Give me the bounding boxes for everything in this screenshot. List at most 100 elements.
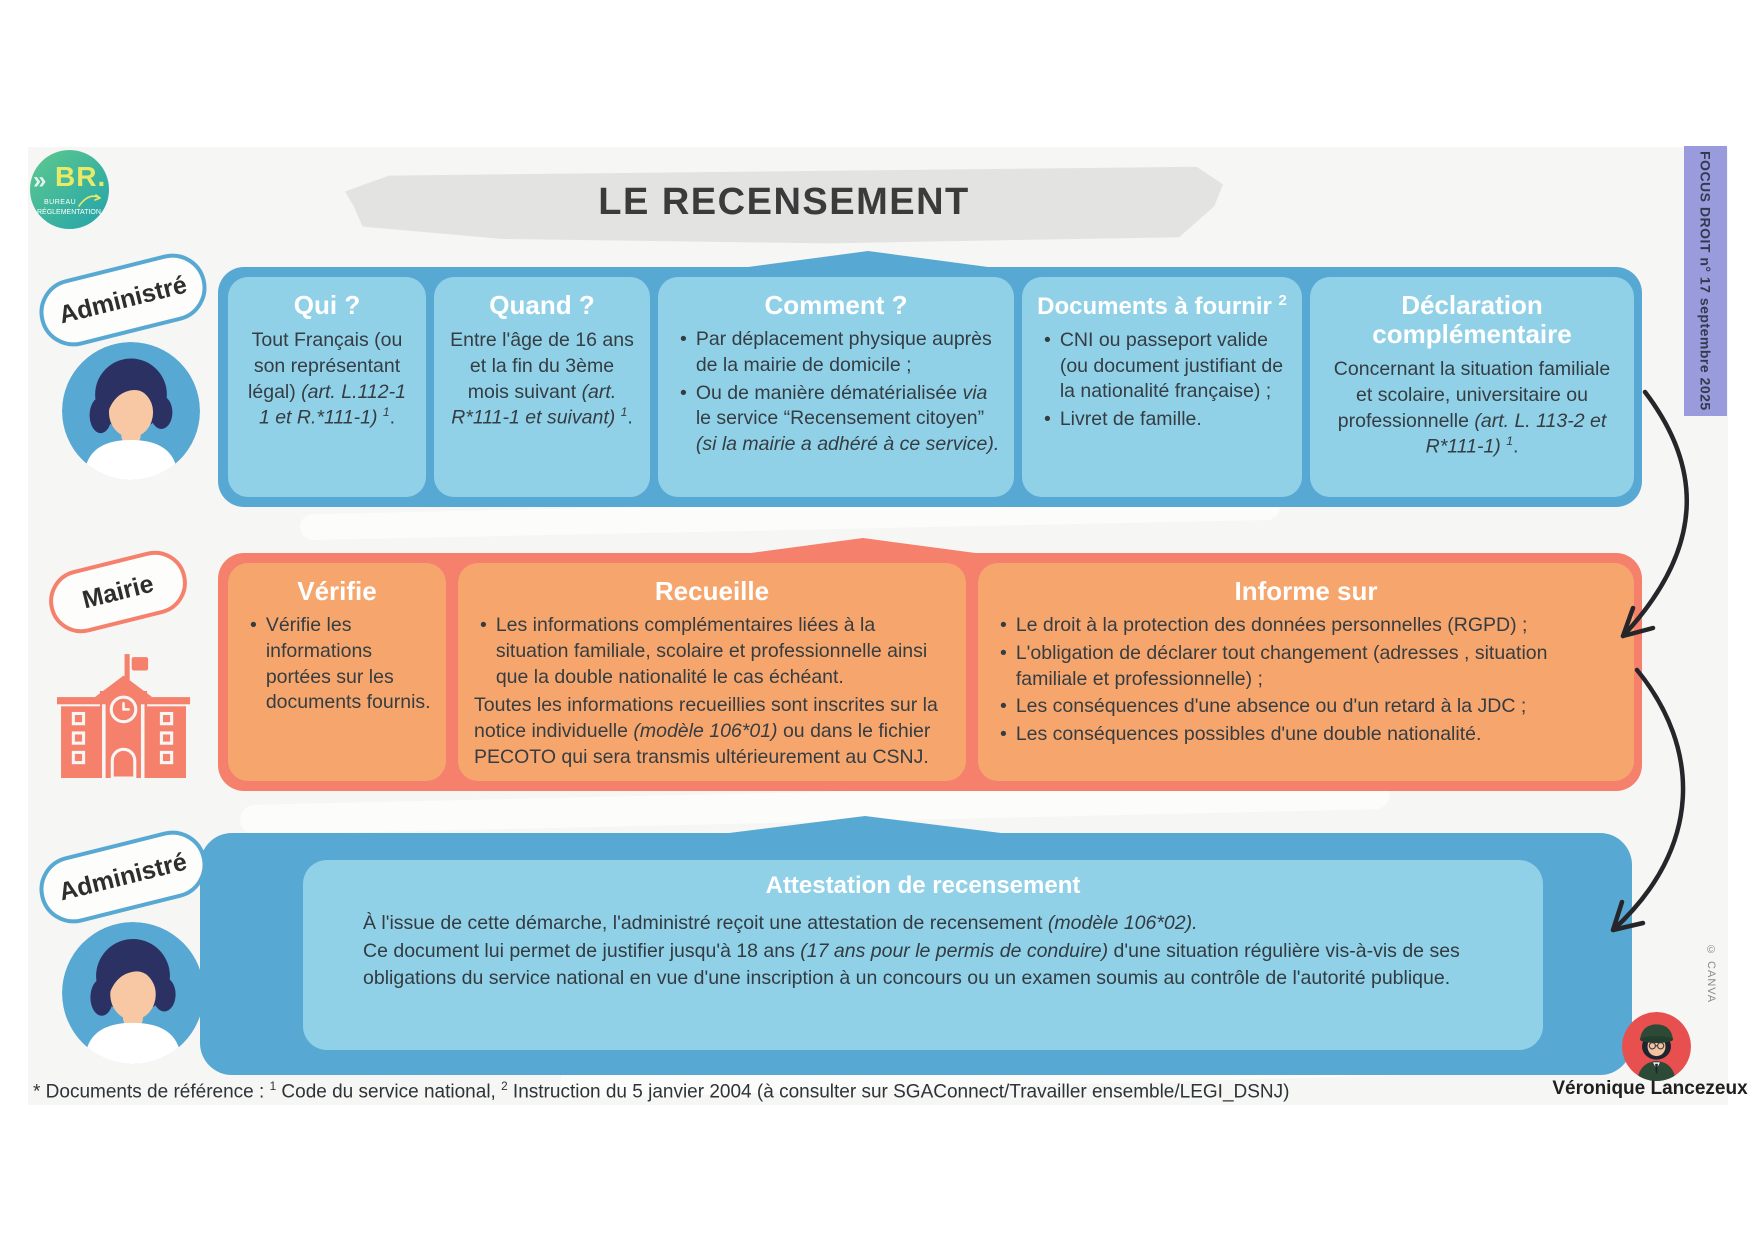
text-segment: Comment ? (764, 290, 908, 320)
bullet-icon: • (1044, 328, 1051, 351)
box-quand: Quand ? Entre l'âge de 16 ans et la fin … (434, 277, 650, 497)
text-segment: (art. L.112-1 1 et R.*111-1) (258, 380, 406, 429)
text-segment: ou dans le fichier PECOTO qui sera trans… (474, 720, 931, 768)
logo-line2: RÉGLEMENTATION (37, 209, 101, 216)
br-logo: » BR. BUREAU RÉGLEMENTATION (30, 150, 109, 229)
bullet-icon: • (680, 381, 687, 404)
bullet-icon: • (1000, 614, 1007, 637)
bullet-text: Ou de manière dématérialisée via le serv… (696, 381, 1000, 458)
bullet-item: • Les conséquences possibles d'une double… (990, 721, 1622, 749)
bullet-text: L'obligation de déclarer tout changement… (1016, 641, 1620, 692)
box-content: •Le droit à la protection des données pe… (978, 612, 1634, 749)
superscript: 1 (382, 405, 390, 420)
paragraph: Toutes les informations recueillies sont… (470, 691, 954, 772)
text-segment: (17 ans pour le permis de conduire) (800, 939, 1109, 962)
paragraph: Concernant la situation familiale et sco… (1322, 355, 1622, 462)
canva-credit: © CANVA (1705, 944, 1717, 1004)
text-segment: Les conséquences possibles d'une double … (1015, 723, 1482, 746)
bullet-item: • Les conséquences d'une absence ou d'un … (990, 693, 1622, 721)
text-segment: Code du service national, (276, 1081, 502, 1103)
text-segment: . (1512, 435, 1519, 458)
text-segment: Ce document lui permet de justifier jusq… (363, 939, 795, 962)
swoosh-arrow-icon (78, 194, 101, 207)
row2-label: Mairie (79, 569, 157, 614)
curved-arrow-icons (1610, 389, 1689, 933)
text-segment: Vérifie (297, 576, 377, 606)
bullet-text: Les conséquences d'une absence ou d'un r… (1016, 694, 1526, 720)
text-segment: (si la mairie a adhéré à ce service). (695, 433, 1000, 456)
box-content: • Par déplacement physique auprès de la m… (658, 326, 1014, 459)
paragraph: Tout Français (ou son représentant légal… (240, 326, 414, 433)
box-qui: Qui ? Tout Français (ou son représentant… (228, 277, 426, 497)
text-segment: L'obligation de déclarer tout changement… (1015, 641, 1548, 690)
bullet-text: CNI ou passeport valide (ou document jus… (1060, 328, 1288, 405)
text-segment: le service “Recensement citoyen” (695, 407, 985, 430)
box-informe: Informe sur •Le droit à la protection de… (978, 563, 1634, 781)
bullet-item: •Livret de famille. (1034, 406, 1290, 434)
text-segment: (art. L. 113-2 et R*111-1) (1425, 409, 1607, 458)
bullet-text: Les conséquences possibles d'une double … (1016, 722, 1482, 748)
text-segment: Quand ? (489, 290, 595, 320)
paragraph: Entre l'âge de 16 ans et la fin du 3ème … (446, 326, 638, 433)
text-segment: Entre l'âge de 16 ans et la fin du 3ème … (450, 329, 634, 403)
text-segment: Toutes les informations recueillies sont… (474, 694, 938, 743)
superscript: 2 (1278, 293, 1287, 309)
row3-container: Attestation de recensement À l'issue de … (200, 816, 1632, 1075)
bullet-text: Les informations complémentaires liées à… (496, 613, 952, 690)
text-segment: CNI ou passeport valide (ou document jus… (1059, 328, 1284, 403)
bullet-icon: • (1000, 641, 1007, 664)
text-segment: Instruction du 5 janvier 2004 (à consult… (507, 1081, 1290, 1103)
box-title: Quand ? (442, 290, 642, 320)
box-title: Recueille (466, 576, 958, 606)
bullet-text: Vérifie les informations portées sur les… (266, 613, 432, 716)
bullet-text: Livret de famille. (1060, 407, 1202, 433)
box-title: Vérifie (236, 576, 438, 606)
box-verifie: Vérifie •Vérifie les informations portée… (228, 563, 446, 781)
text-segment: Documents à fournir (1037, 293, 1279, 320)
text-segment: À l'issue de cette démarche, l'administr… (363, 912, 1048, 934)
text-segment: Ou de manière dématérialisée (695, 381, 963, 404)
text-segment: Les informations complémentaires liées à… (495, 614, 928, 688)
box-content: Tout Français (ou son représentant légal… (228, 326, 426, 433)
superscript: 2 (501, 1080, 508, 1093)
box-recueille: Recueille • Les informations complémentai… (458, 563, 966, 781)
text-segment: Attestation de recensement (765, 872, 1081, 899)
box-declaration: Déclaration complémentaire Concernant la… (1310, 277, 1634, 497)
bullet-icon: • (480, 614, 487, 637)
chevron-icon: » (33, 167, 47, 194)
arrow-row1-to-row2-icon (1620, 389, 1689, 639)
bullet-item: • CNI ou passeport valide (ou document ju… (1034, 327, 1290, 406)
box-content: Concernant la situation familiale et sco… (1310, 355, 1634, 462)
row2-container: Vérifie •Vérifie les informations portée… (218, 538, 1642, 791)
officer-avatar-icon (1622, 1012, 1691, 1081)
box-title: Qui ? (236, 290, 418, 320)
focus-droit-banner: FOCUS DROIT n° 17 septembre 2025 (1684, 146, 1727, 416)
bullet-icon: • (1000, 723, 1007, 746)
box-documents: Documents à fournir 2 • CNI ou passeport … (1022, 277, 1302, 497)
bullet-icon: • (680, 328, 687, 351)
text-segment: (modèle 106*02). (1047, 912, 1198, 934)
attestation-title: Attestation de recensement (303, 872, 1543, 900)
box-title: Documents à fournir 2 (1030, 293, 1294, 321)
text-segment: Concernant la situation familiale et sco… (1333, 358, 1611, 432)
text-segment: d'une situation régulière vis-à-vis de s… (363, 939, 1460, 990)
row1-container: Qui ? Tout Français (ou son représentant… (218, 251, 1642, 507)
bullet-text: Par déplacement physique auprès de la ma… (696, 327, 1000, 378)
text-segment: (modèle 106*01) (633, 720, 778, 743)
box-content: •Vérifie les informations portées sur le… (228, 612, 446, 717)
box-content: • Les informations complémentaires liées … (458, 612, 966, 772)
text-segment: (art. R*111-1 et suivant) (451, 380, 617, 429)
logo-line1: BUREAU (44, 199, 77, 206)
text-segment: Déclaration complémentaire (1372, 290, 1572, 350)
author-name: Véronique Lancezeux (1552, 1078, 1748, 1099)
box-title: Comment ? (666, 290, 1006, 320)
bullet-item: •Vérifie les informations portées sur le… (240, 612, 434, 717)
row1-label: Administré (56, 270, 190, 329)
box-title: Informe sur (986, 576, 1626, 606)
box-title: Déclaration complémentaire (1318, 290, 1626, 350)
logo-initials: BR. (55, 161, 107, 192)
bullet-item: •Le droit à la protection des données pe… (990, 612, 1622, 640)
bullet-icon: • (1000, 695, 1007, 718)
box-attestation: Attestation de recensement À l'issue de … (303, 860, 1543, 1050)
box-content: Entre l'âge de 16 ans et la fin du 3ème … (434, 326, 650, 433)
